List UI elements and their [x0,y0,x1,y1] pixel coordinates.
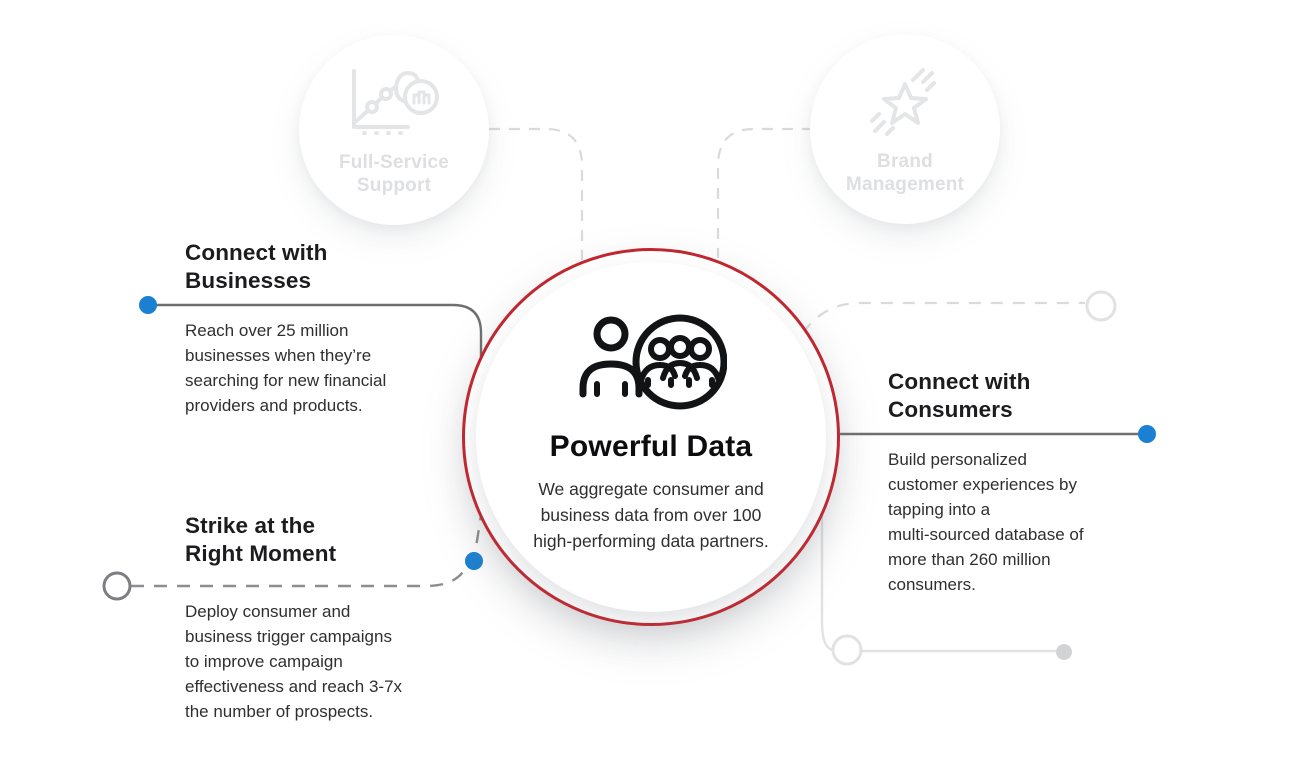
node-full-service-support[interactable]: Full-Service Support [299,35,489,225]
bottomright-ring [831,634,863,666]
topright-ring-endpoint [1085,290,1117,322]
connector-center-to-topright [802,301,1085,334]
people-group-icon [575,262,727,410]
strike-ring-endpoint [102,571,132,601]
node-label: Full-Service Support [338,152,450,196]
node-powerful-data: Powerful Data We aggregate consumer and … [462,248,840,626]
center-title: Powerful Data [549,430,753,463]
consumers-blue-dot [1138,425,1156,443]
consumers-heading: Connect with Consumers [888,369,1031,422]
connector-brand-to-center [716,127,813,258]
analytics-chart-icon [342,63,447,141]
center-description: We aggregate consumer and business data … [533,479,769,551]
businesses-description: Reach over 25 million businesses when th… [185,321,387,415]
connector-center-to-bottomright [820,510,834,652]
strike-description: Deploy consumer and business trigger cam… [185,602,403,721]
shooting-star-icon [853,62,958,140]
node-label: Brand Management [845,151,965,195]
consumers-description: Build personalized customer experiences … [888,450,1084,594]
center-circle-content: Powerful Data We aggregate consumer and … [476,262,826,612]
connector-businesses-line [150,303,483,358]
strike-blue-dot [465,552,483,570]
node-brand-management[interactable]: Brand Management [810,34,1000,224]
connector-strike-dashed [131,514,483,588]
businesses-heading: Connect with Businesses [185,240,328,293]
bottomright-gray-dot [1056,644,1072,660]
strike-heading: Strike at the Right Moment [185,513,337,566]
connector-support-to-center [489,127,584,260]
businesses-blue-dot [139,296,157,314]
